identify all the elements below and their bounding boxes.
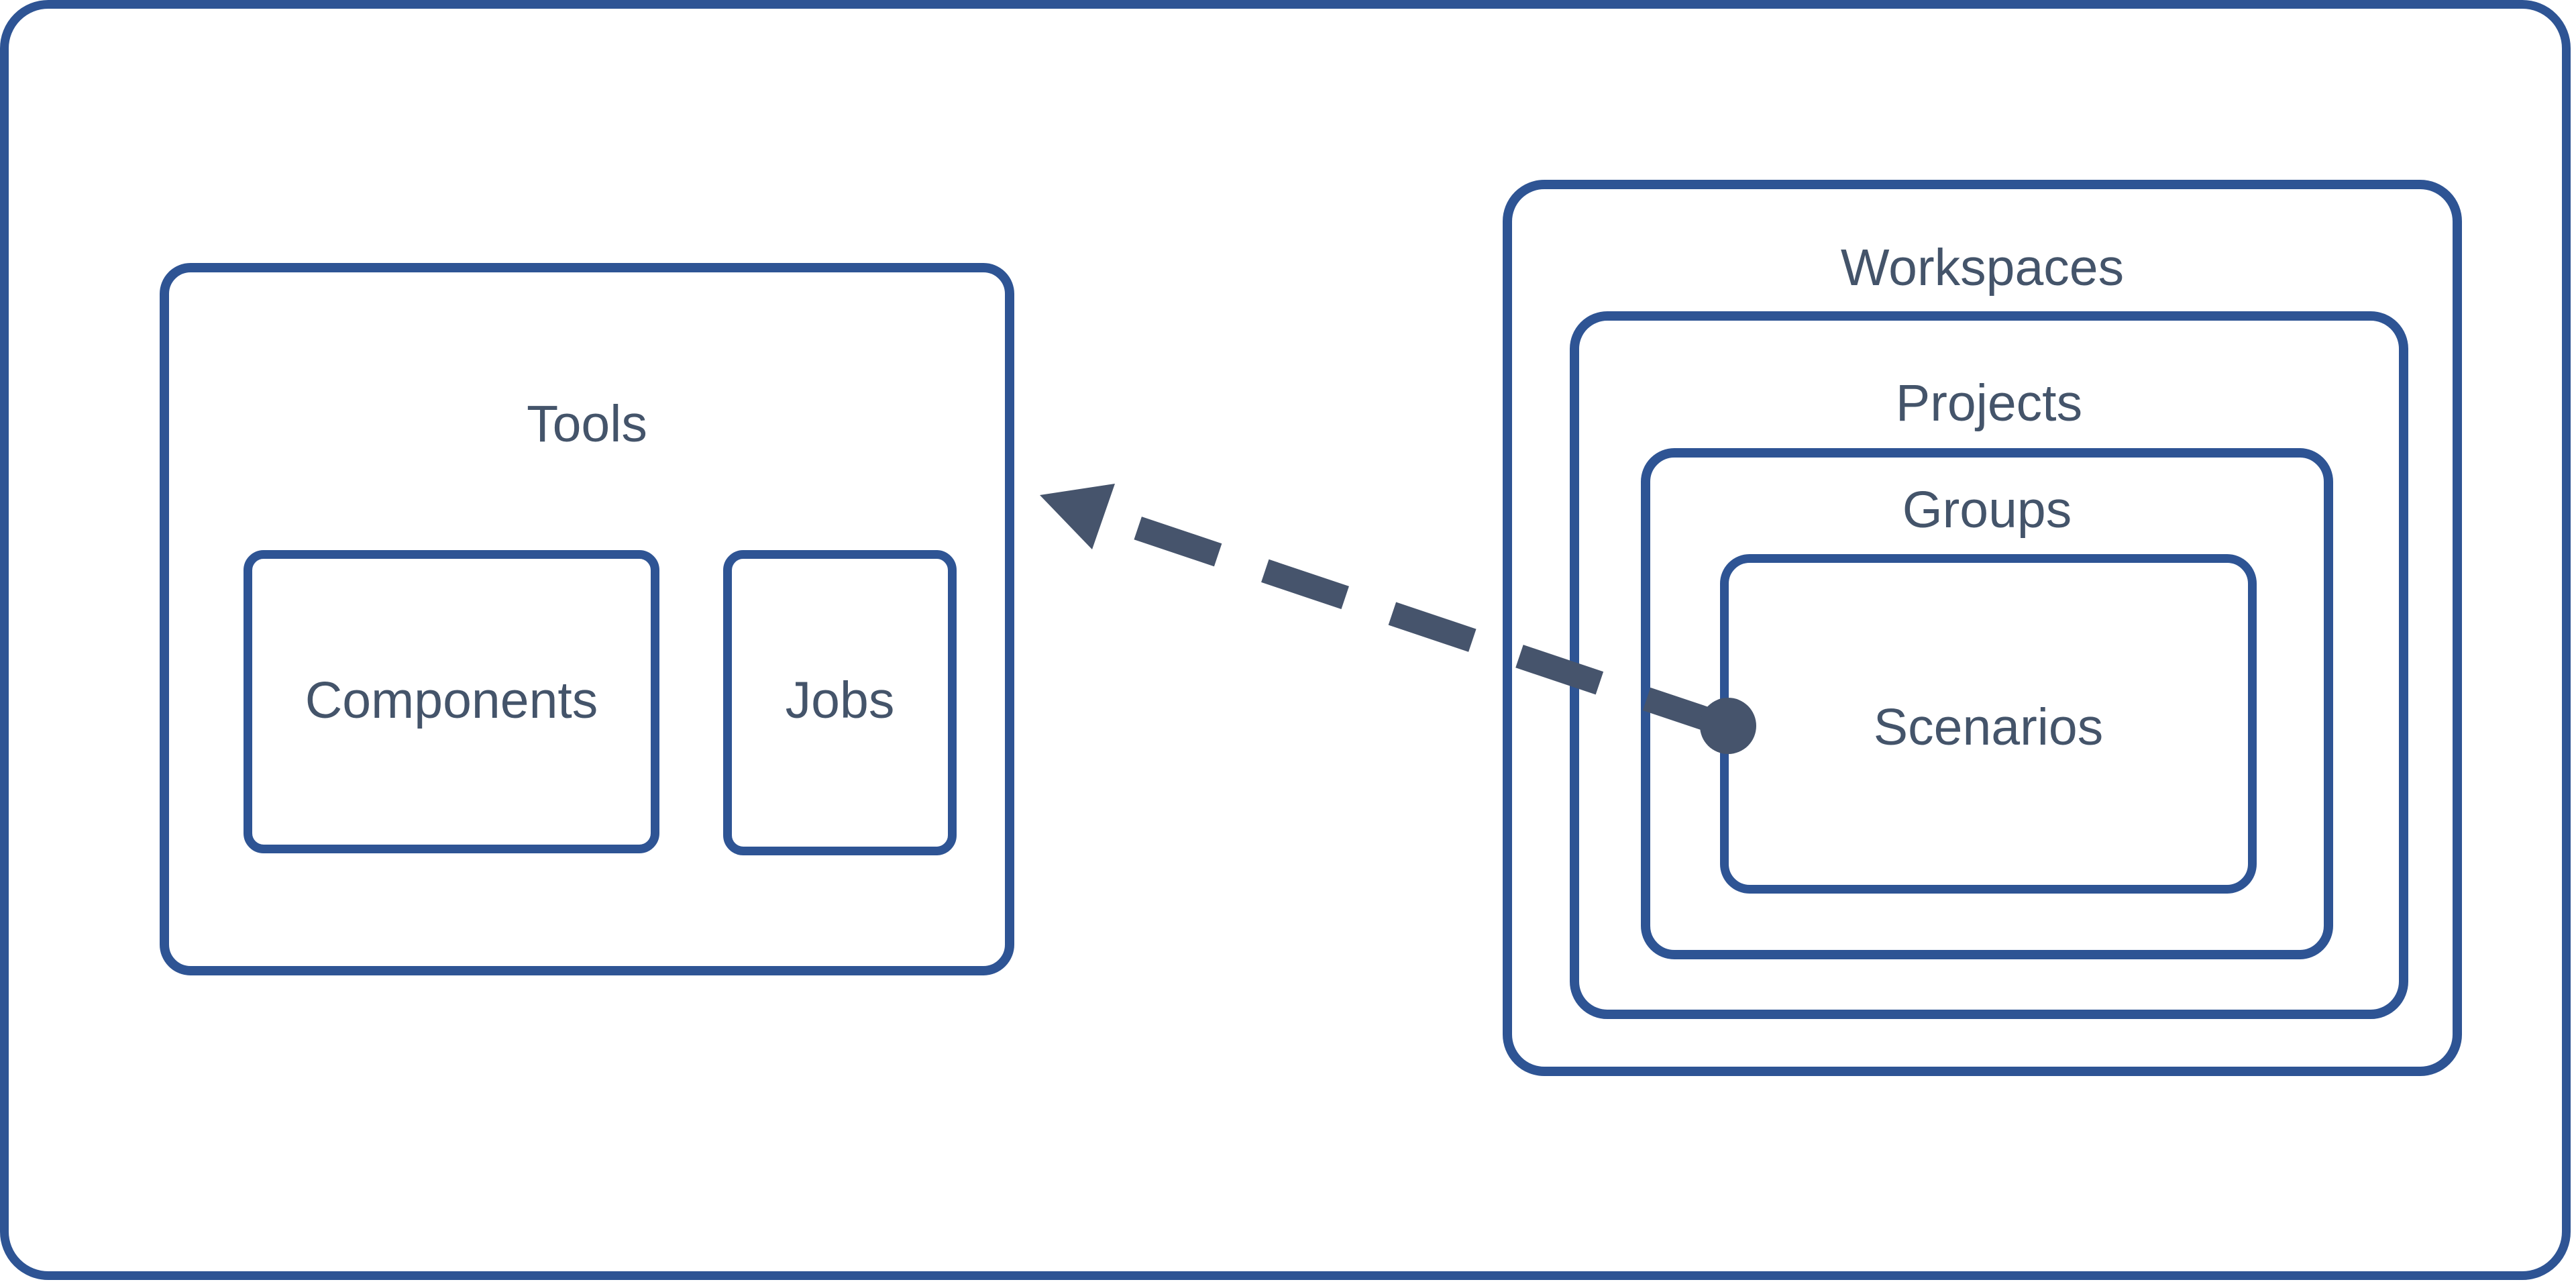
scenarios-label: Scenarios: [1873, 698, 2104, 756]
workspaces-box: [1503, 180, 2462, 1076]
workspaces-label: Workspaces: [1840, 239, 2125, 297]
jobs-label: Jobs: [785, 672, 895, 729]
components-box: [244, 550, 659, 853]
projects-label: Projects: [1895, 374, 2083, 432]
tools-box: [160, 263, 1014, 975]
projects-box: [1570, 311, 2408, 1019]
components-label: Components: [305, 672, 598, 729]
jobs-box: [723, 550, 957, 855]
groups-label: Groups: [1902, 481, 2072, 539]
tools-label: Tools: [527, 395, 647, 453]
